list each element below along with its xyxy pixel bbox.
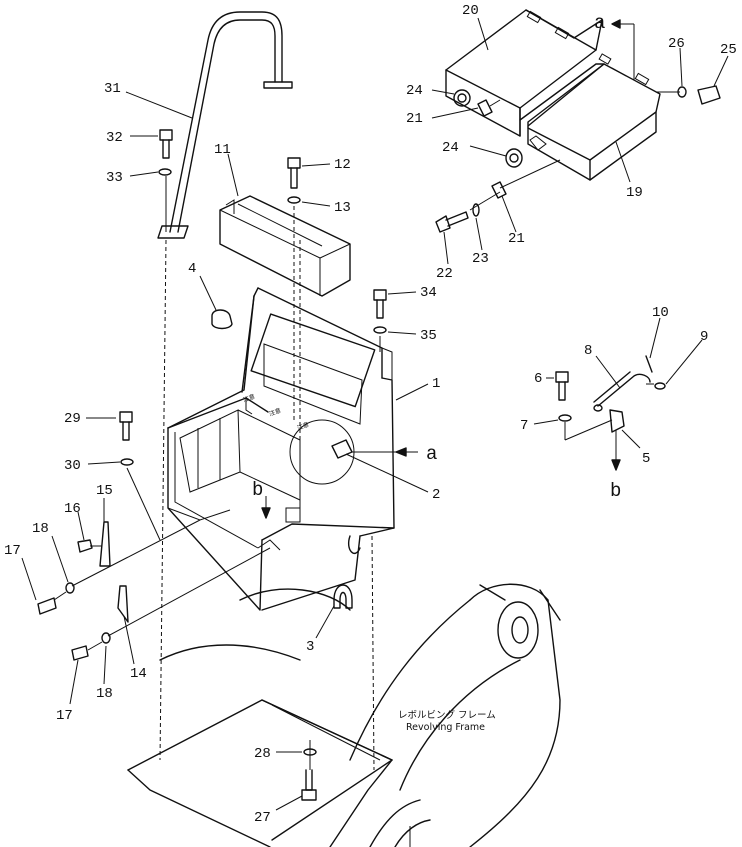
alignment-lines [54, 20, 680, 770]
handrail [158, 12, 292, 238]
callout-25: 25 [720, 42, 737, 58]
callout-26: 26 [668, 36, 685, 52]
revolving-frame [128, 584, 560, 847]
leader-lines [22, 18, 728, 810]
callout-20: 20 [462, 3, 479, 19]
callout-15: 15 [96, 483, 113, 499]
callout-10: 10 [652, 305, 669, 321]
callout-30: 30 [64, 458, 81, 474]
cover-box [220, 196, 350, 296]
callout-17-upper: 17 [4, 543, 21, 559]
frame-note-japanese: レボルビング フレーム [398, 709, 496, 721]
callout-2: 2 [432, 487, 440, 503]
callout-6: 6 [534, 371, 542, 387]
callout-14: 14 [130, 666, 147, 682]
view-markers: a a b b [252, 12, 621, 502]
svg-text:注意: 注意 [268, 406, 282, 418]
callout-18-upper: 18 [32, 521, 49, 537]
callout-28: 28 [254, 746, 271, 762]
callout-33: 33 [106, 170, 123, 186]
view-a-marker-side: a [426, 443, 437, 465]
callout-7: 7 [520, 418, 528, 434]
callout-22: 22 [436, 266, 453, 282]
callout-5: 5 [642, 451, 650, 467]
callout-1: 1 [432, 376, 440, 392]
callout-32: 32 [106, 130, 123, 146]
callout-34: 34 [420, 285, 437, 301]
callout-11: 11 [214, 142, 231, 158]
callout-8: 8 [584, 343, 592, 359]
callout-23: 23 [472, 251, 489, 267]
callout-29: 29 [64, 411, 81, 427]
callout-16: 16 [64, 501, 81, 517]
callout-24-upper: 24 [406, 83, 423, 99]
svg-text:注意: 注意 [296, 420, 310, 432]
revolving-frame-note: レボルビング フレーム Revolving Frame [398, 709, 496, 733]
view-b-marker-box: b [252, 479, 263, 501]
callout-27: 27 [254, 810, 271, 826]
small-parts [38, 86, 720, 800]
callout-24-lower: 24 [442, 140, 459, 156]
callout-35: 35 [420, 328, 437, 344]
svg-text:注意: 注意 [242, 392, 256, 404]
callout-21-upper: 21 [406, 111, 423, 127]
battery-box-body: 注意 注意 注意 [168, 288, 394, 610]
callout-31: 31 [104, 81, 121, 97]
callout-17-lower: 17 [56, 708, 73, 724]
callout-13: 13 [334, 200, 351, 216]
frame-note-english: Revolving Frame [406, 722, 485, 733]
view-b-marker-detail: b [610, 480, 621, 502]
callout-9: 9 [700, 329, 708, 345]
cover-assembly [446, 10, 660, 180]
callout-12: 12 [334, 157, 351, 173]
callout-3: 3 [306, 639, 314, 655]
callout-labels: 31 32 33 11 12 13 4 34 35 1 2 29 30 6 7 … [4, 3, 737, 826]
callout-4: 4 [188, 261, 196, 277]
callout-21-lower: 21 [508, 231, 525, 247]
callout-19: 19 [626, 185, 643, 201]
view-a-marker-top: a [594, 12, 605, 34]
callout-18-lower: 18 [96, 686, 113, 702]
